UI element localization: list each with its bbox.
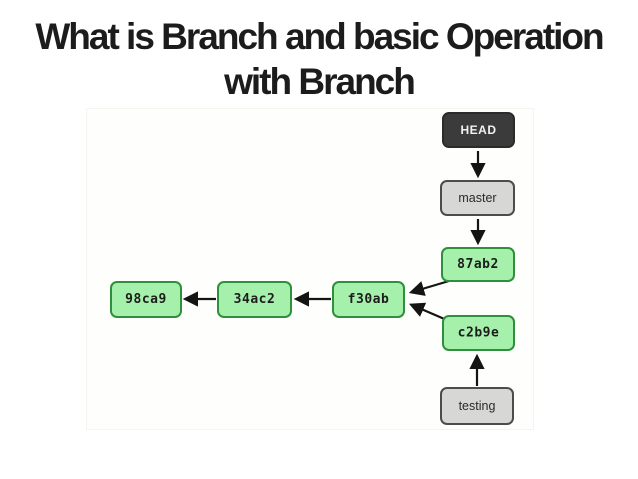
commit-87ab2-node-box	[441, 247, 515, 282]
master-branch-node-label: master	[458, 191, 496, 205]
head-node-box	[442, 112, 515, 148]
git-branch-diagram: HEAD master 87ab2 c2b9e testing 98ca9 34…	[86, 108, 534, 430]
edge-c2b9e-to-f30ab	[408, 302, 450, 323]
head-node-label: HEAD	[460, 123, 496, 137]
edge-87ab2-to-f30ab	[408, 279, 450, 296]
commit-c2b9e-node-label: c2b9e	[458, 326, 500, 341]
git-branch-diagram-svg: HEAD master 87ab2 c2b9e testing 98ca9 34…	[110, 112, 515, 425]
testing-branch-node-box	[440, 387, 514, 425]
commit-34ac2-node-box	[217, 281, 292, 318]
commit-c2b9e-node-box	[442, 315, 515, 351]
slide-title: What is Branch and basic Operation with …	[0, 14, 638, 104]
commit-f30ab-node-label: f30ab	[348, 292, 390, 307]
commit-f30ab-node-box	[332, 281, 405, 318]
slide-title-line2: with Branch	[224, 61, 416, 103]
testing-branch-node-label: testing	[459, 399, 496, 413]
commit-34ac2-node-label: 34ac2	[234, 292, 276, 307]
commit-98ca9-node-label: 98ca9	[125, 292, 167, 307]
slide-title-line1: What is Branch and basic Operation	[35, 16, 604, 57]
master-branch-node-box	[440, 180, 515, 216]
commit-87ab2-node-label: 87ab2	[457, 257, 499, 272]
commit-98ca9-node-box	[110, 281, 182, 318]
